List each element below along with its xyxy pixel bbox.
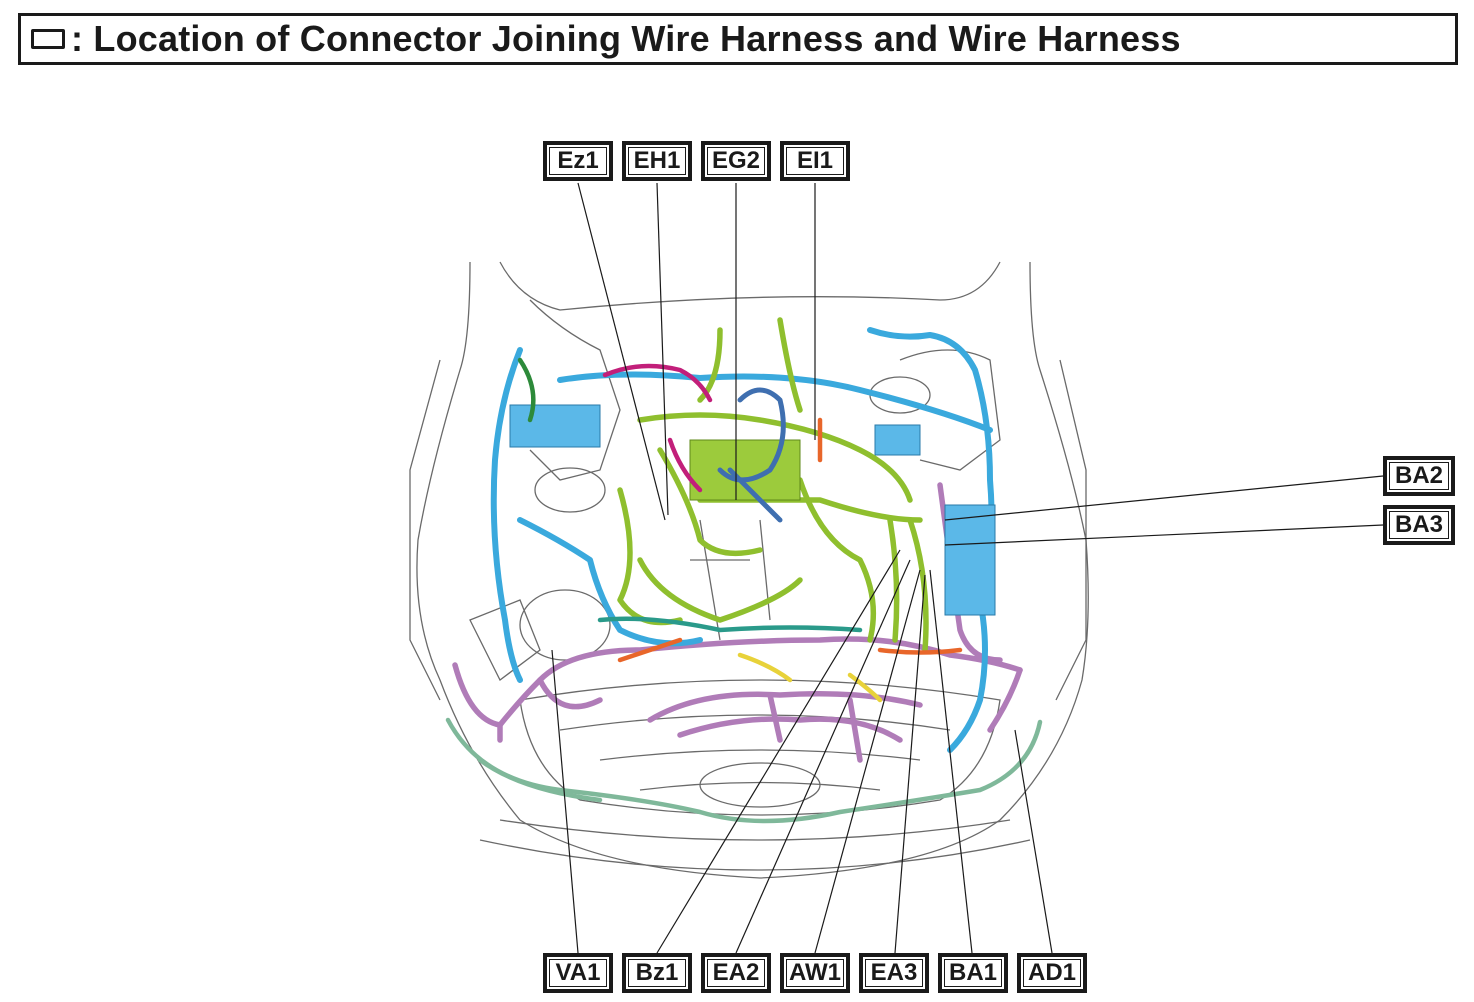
leader-ba1	[929, 569, 973, 954]
leader-eh1	[656, 182, 669, 516]
connector-label: Ez1	[543, 141, 613, 181]
connector-label: EG2	[701, 141, 771, 181]
leader-ea2	[735, 559, 911, 954]
leader-ad1	[1014, 729, 1053, 954]
connector-label: EI1	[780, 141, 850, 181]
connector-legend-icon	[31, 29, 65, 49]
connector-label: EA2	[701, 953, 771, 993]
connector-label: AD1	[1017, 953, 1087, 993]
harness-green	[617, 317, 929, 653]
leader-ba2	[944, 475, 1384, 521]
leader-va1	[551, 649, 579, 954]
harness-cyan-block-relay	[944, 504, 996, 616]
connector-label: BA1	[938, 953, 1008, 993]
connector-label: EH1	[622, 141, 692, 181]
harness-green-junction	[689, 439, 801, 501]
connector-label: AW1	[780, 953, 850, 993]
harness-misc	[517, 357, 963, 703]
leader-ba3	[944, 524, 1384, 546]
harness-bumper	[445, 717, 1043, 824]
harness-magenta	[602, 363, 713, 493]
page-title: : Location of Connector Joining Wire Har…	[71, 18, 1181, 59]
connector-label: Bz1	[622, 953, 692, 993]
harness-cyan-block-right	[874, 424, 921, 456]
leader-bz1	[656, 549, 901, 954]
connector-label: BA3	[1383, 505, 1455, 545]
harness-cyan-block-left	[509, 404, 601, 448]
connector-label: VA1	[543, 953, 613, 993]
leader-lines	[551, 182, 1384, 954]
leader-aw1	[814, 569, 921, 954]
title-bar: : Location of Connector Joining Wire Har…	[18, 13, 1458, 65]
leader-ez1	[577, 182, 666, 521]
connector-label: EA3	[859, 953, 929, 993]
connector-label: BA2	[1383, 456, 1455, 496]
leader-ea3	[894, 574, 926, 954]
